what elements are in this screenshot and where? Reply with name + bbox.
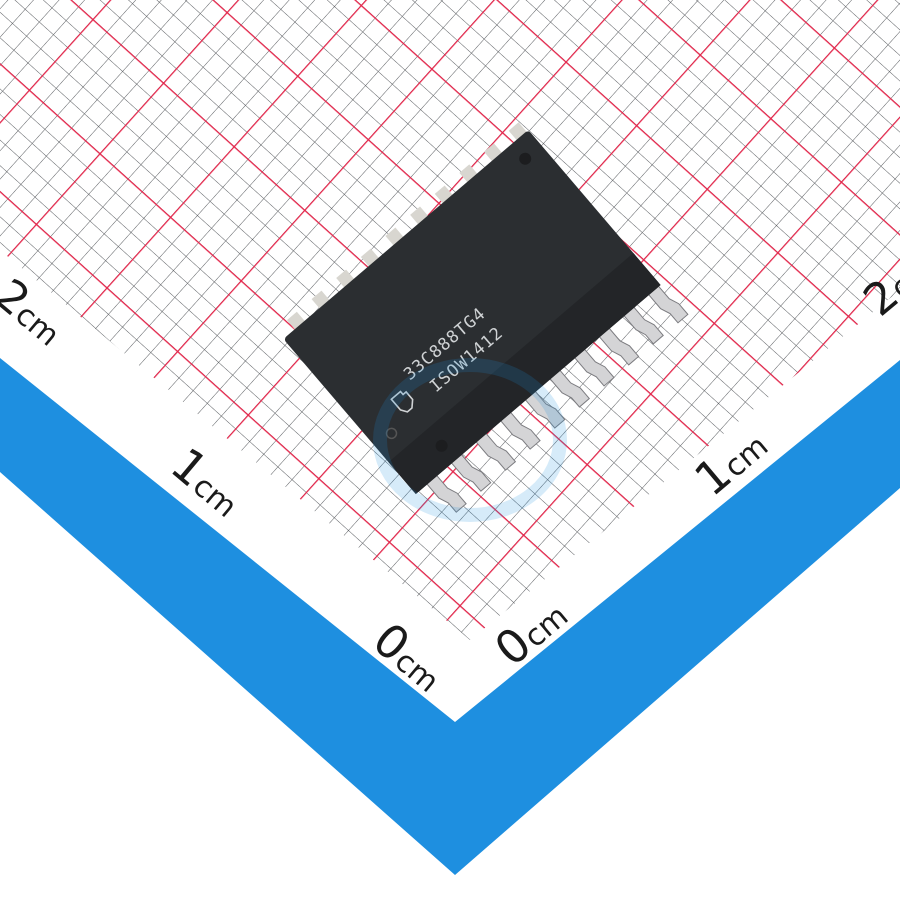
pin bbox=[573, 347, 615, 387]
blue-scale-band bbox=[0, 358, 900, 875]
pin bbox=[425, 473, 467, 513]
pin bbox=[499, 410, 541, 450]
pin bbox=[622, 305, 664, 345]
pin bbox=[646, 284, 689, 324]
bottom-pins bbox=[425, 284, 689, 513]
ti-logo bbox=[390, 390, 414, 413]
chip-body bbox=[284, 131, 660, 493]
lcsc-watermark bbox=[373, 358, 567, 522]
pin bbox=[474, 431, 517, 471]
pin bbox=[548, 368, 591, 408]
pin bbox=[449, 452, 492, 492]
pin bbox=[523, 389, 566, 429]
pin1-dot bbox=[385, 427, 398, 440]
pin bbox=[597, 326, 640, 366]
ic-chip: 33C888TG4 ISOW1412 bbox=[284, 122, 689, 513]
